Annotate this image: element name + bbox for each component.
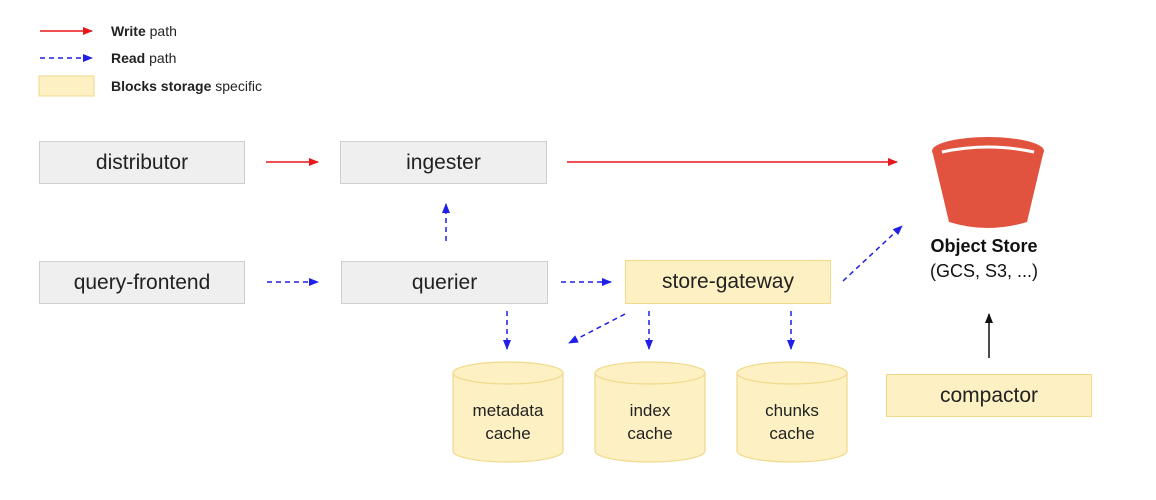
query-frontend-box: query-frontend (39, 261, 245, 304)
store-gateway-box: store-gateway (625, 260, 831, 304)
legend-write-label: Write path (111, 23, 177, 39)
querier-box: querier (341, 261, 548, 304)
index-cache-cylinder (594, 361, 706, 463)
arrow-store-gateway-to-object-store (842, 225, 903, 282)
metadata-cache-cylinder (452, 361, 564, 463)
object-store-title: Object Store (930, 236, 1038, 256)
legend-blocks-label: Blocks storage specific (111, 78, 262, 94)
distributor-box: distributor (39, 141, 245, 184)
bucket-icon (932, 137, 1044, 228)
legend-blocks-swatch (38, 75, 95, 97)
arrow-store-gateway-to-metadata-cache (568, 313, 626, 344)
ingester-box: ingester (340, 141, 547, 184)
object-store-subtitle: (GCS, S3, ...) (929, 261, 1039, 281)
legend-read-label: Read path (111, 50, 177, 66)
compactor-box: compactor (886, 374, 1092, 417)
chunks-cache-cylinder (736, 361, 848, 463)
